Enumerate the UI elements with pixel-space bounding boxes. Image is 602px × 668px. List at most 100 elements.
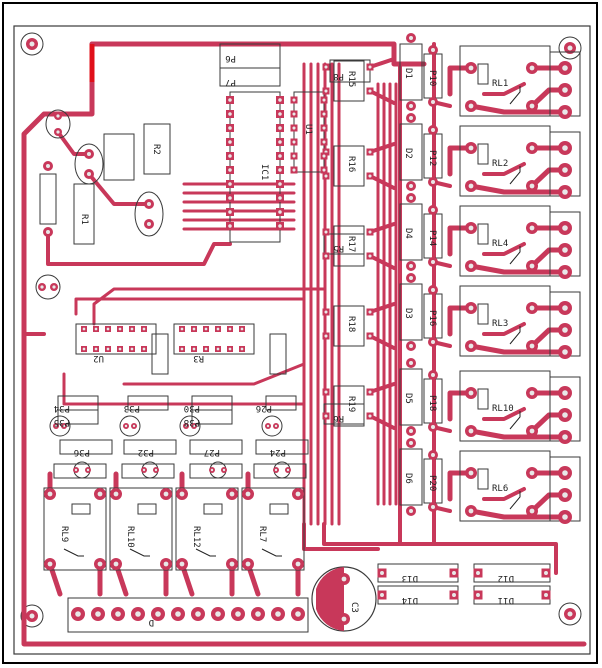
diode-label: D4 xyxy=(403,228,413,239)
pad-hole xyxy=(228,210,232,214)
resistor-outline xyxy=(39,173,57,225)
mount-hole-center xyxy=(29,41,35,47)
resistor-outline xyxy=(121,463,175,479)
pad-hole xyxy=(292,154,296,158)
pad-hole xyxy=(431,180,435,184)
resistor-outline xyxy=(265,395,297,411)
resistor-outline xyxy=(53,463,107,479)
diode-label: D12 xyxy=(498,573,514,583)
pad-hole xyxy=(75,611,81,617)
solder-pads xyxy=(38,33,572,625)
mount-hole-center xyxy=(567,611,573,617)
resistor-outline xyxy=(399,203,423,261)
pad-hole xyxy=(562,189,568,195)
resistor-label: P16 xyxy=(427,310,437,326)
pad-hole xyxy=(155,611,161,617)
pad-hole xyxy=(228,140,232,144)
resistor-label: R16 xyxy=(346,156,356,172)
resistor-label: R15 xyxy=(346,71,356,87)
relay-label: RL4 xyxy=(492,239,508,249)
pad-hole xyxy=(322,154,326,158)
pad-hole xyxy=(409,276,413,280)
pad-hole xyxy=(322,140,326,144)
trace xyxy=(368,57,396,69)
relay-coil xyxy=(477,468,489,490)
pad-hole xyxy=(163,561,169,567)
pad-hole xyxy=(192,327,196,331)
pad-hole xyxy=(274,424,278,428)
pad-hole xyxy=(529,390,535,396)
relay-coil xyxy=(477,388,489,410)
pad-hole xyxy=(562,269,568,275)
pad-hole xyxy=(452,571,456,575)
pad-hole xyxy=(278,182,282,186)
pad-hole xyxy=(278,112,282,116)
pad-hole xyxy=(113,561,119,567)
pad-hole xyxy=(292,140,296,144)
resistor-label: R6 xyxy=(333,413,344,423)
pad-hole xyxy=(468,508,474,514)
trace xyxy=(447,65,474,97)
pad-hole xyxy=(147,202,151,206)
pad-hole xyxy=(46,230,50,234)
trace xyxy=(122,362,306,386)
pad-hole xyxy=(228,327,232,331)
resistor-label: P12 xyxy=(427,150,437,166)
resistor-outline xyxy=(399,368,423,426)
relay-switch xyxy=(509,326,521,345)
diode-label: D1 xyxy=(403,68,413,79)
resistor-outline xyxy=(189,463,243,479)
pad-hole xyxy=(562,412,568,418)
pad-hole xyxy=(179,561,185,567)
transistor-outline xyxy=(119,415,141,437)
pad-hole xyxy=(106,327,110,331)
pad-hole xyxy=(529,305,535,311)
pad-hole xyxy=(106,347,110,351)
pad-hole xyxy=(409,509,413,513)
pad-hole xyxy=(229,491,235,497)
trace xyxy=(56,130,91,156)
resistor-label: R17 xyxy=(346,236,356,252)
pad-hole xyxy=(562,109,568,115)
pad-hole xyxy=(240,327,244,331)
pad-hole xyxy=(468,145,474,151)
diode-label: D11 xyxy=(498,595,514,605)
relay-switch xyxy=(129,548,150,557)
transistor-outline xyxy=(179,415,201,437)
trace xyxy=(482,407,526,421)
trace xyxy=(447,305,474,337)
pad-hole xyxy=(210,468,214,472)
pad-hole xyxy=(529,263,535,269)
pad-hole xyxy=(529,343,535,349)
pad-hole xyxy=(468,103,474,109)
capacitor-outline xyxy=(74,143,104,185)
pad-hole xyxy=(87,152,91,156)
pad-hole xyxy=(56,114,60,118)
pad-hole xyxy=(409,441,413,445)
pad-hole xyxy=(235,611,241,617)
pad-hole xyxy=(529,225,535,231)
pad-hole xyxy=(431,100,435,104)
terminal-label: D xyxy=(149,617,154,627)
resistor-outline xyxy=(399,123,423,181)
pad-hole xyxy=(468,305,474,311)
pad-hole xyxy=(529,428,535,434)
resistor-outline xyxy=(399,448,423,506)
trace xyxy=(374,542,558,575)
pad-hole xyxy=(324,390,328,394)
pad-hole xyxy=(368,150,372,154)
resistor-outline xyxy=(59,439,113,455)
pad-hole xyxy=(529,183,535,189)
diode-label: D14 xyxy=(402,595,418,605)
mount-hole-ring xyxy=(20,604,44,628)
resistor-label: R18 xyxy=(346,316,356,332)
pad-hole xyxy=(452,593,456,597)
trace xyxy=(62,372,306,406)
pad-hole xyxy=(431,260,435,264)
pad-hole xyxy=(409,429,413,433)
ic-label: IC1 xyxy=(259,164,269,180)
pad-hole xyxy=(295,561,301,567)
relay-outline xyxy=(175,487,239,571)
trace xyxy=(322,522,378,546)
